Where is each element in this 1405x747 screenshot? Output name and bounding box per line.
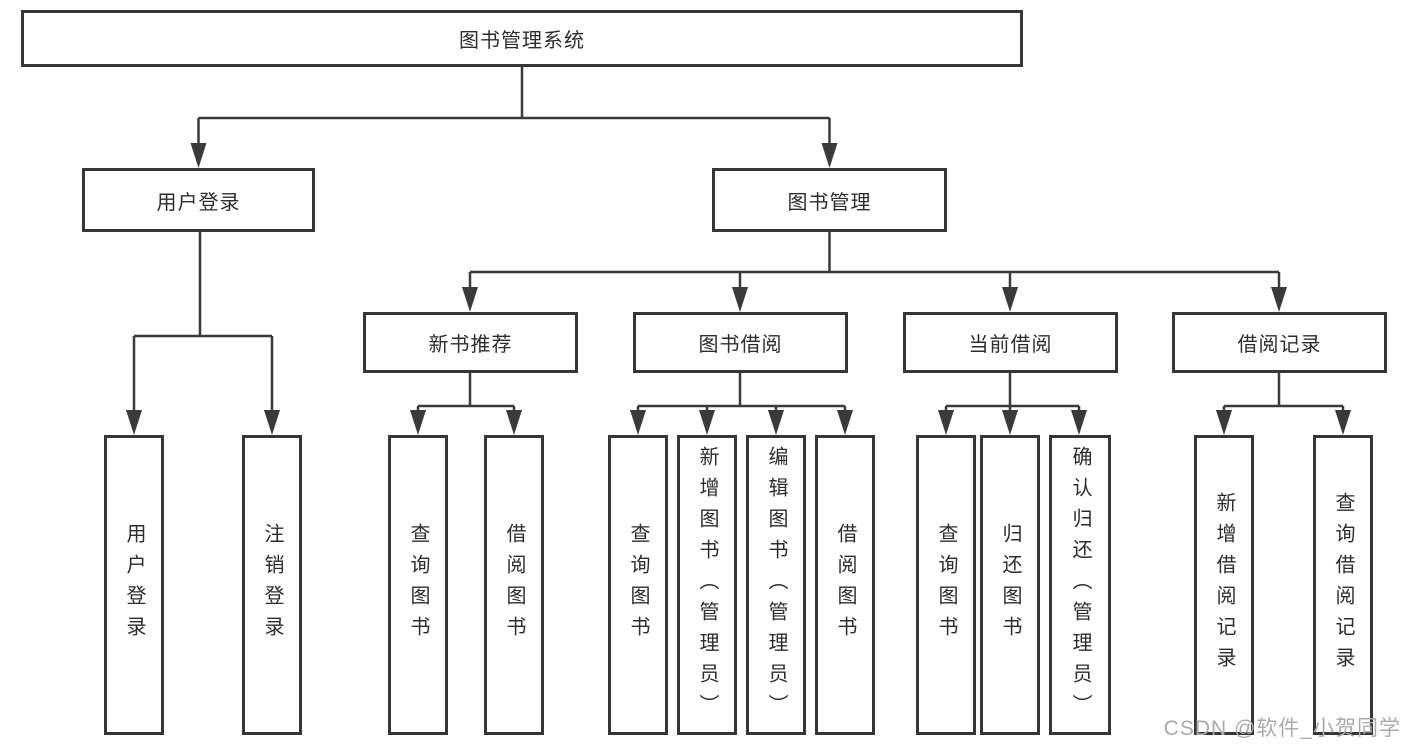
- leaf-borrow-books: 借阅图书: [815, 435, 875, 735]
- leaf-borrow-books-label: 借阅图书: [834, 523, 856, 647]
- leaf-return-books: 归还图书: [980, 435, 1040, 735]
- leaf-logout-label: 注销登录: [261, 523, 283, 647]
- leaf-add-books-admin: 新增图书（管理员）: [677, 435, 737, 735]
- node-current-borrowing-label: 当前借阅: [968, 334, 1053, 356]
- leaf-borrow-books-recommend: 借阅图书: [484, 435, 544, 735]
- node-user-login-label: 用户登录: [156, 191, 241, 214]
- node-book-management: 图书管理: [712, 168, 947, 232]
- node-book-borrowing: 图书借阅: [633, 312, 848, 373]
- node-book-borrowing-label: 图书借阅: [698, 334, 783, 356]
- leaf-query-books-borrow-label: 查询图书: [627, 523, 649, 647]
- leaf-add-borrow-record: 新增借阅记录: [1194, 435, 1254, 735]
- leaf-logout: 注销登录: [242, 435, 302, 735]
- node-borrowing-records: 借阅记录: [1172, 312, 1387, 373]
- node-root: 图书管理系统: [21, 10, 1023, 67]
- csdn-watermark: CSDN @软件_小贺同学: [1163, 717, 1401, 740]
- leaf-query-books-borrow: 查询图书: [608, 435, 668, 735]
- leaf-confirm-return-admin-label: 确认归还（管理员）: [1069, 445, 1091, 725]
- leaf-user-login-label: 用户登录: [123, 523, 145, 647]
- leaf-user-login: 用户登录: [104, 435, 164, 735]
- leaf-borrow-books-recommend-label: 借阅图书: [503, 523, 525, 647]
- node-user-login: 用户登录: [82, 168, 315, 232]
- node-borrowing-records-label: 借阅记录: [1237, 334, 1322, 356]
- leaf-query-books-current: 查询图书: [916, 435, 976, 735]
- node-root-label: 图书管理系统: [459, 30, 585, 52]
- node-current-borrowing: 当前借阅: [903, 312, 1118, 373]
- leaf-edit-books-admin-label: 编辑图书（管理员）: [765, 445, 787, 725]
- node-book-management-label: 图书管理: [787, 191, 872, 214]
- leaf-add-borrow-record-label: 新增借阅记录: [1213, 492, 1235, 678]
- leaf-add-books-admin-label: 新增图书（管理员）: [696, 445, 718, 725]
- node-new-book-recommend-label: 新书推荐: [428, 334, 513, 356]
- leaf-query-borrow-record-label: 查询借阅记录: [1332, 492, 1354, 678]
- leaf-confirm-return-admin: 确认归还（管理员）: [1049, 435, 1111, 735]
- leaf-edit-books-admin: 编辑图书（管理员）: [746, 435, 806, 735]
- node-new-book-recommend: 新书推荐: [363, 312, 578, 373]
- leaf-query-borrow-record: 查询借阅记录: [1313, 435, 1373, 735]
- leaf-query-books-current-label: 查询图书: [935, 523, 957, 647]
- leaf-query-books-recommend: 查询图书: [388, 435, 448, 735]
- leaf-query-books-recommend-label: 查询图书: [407, 523, 429, 647]
- leaf-return-books-label: 归还图书: [999, 523, 1021, 647]
